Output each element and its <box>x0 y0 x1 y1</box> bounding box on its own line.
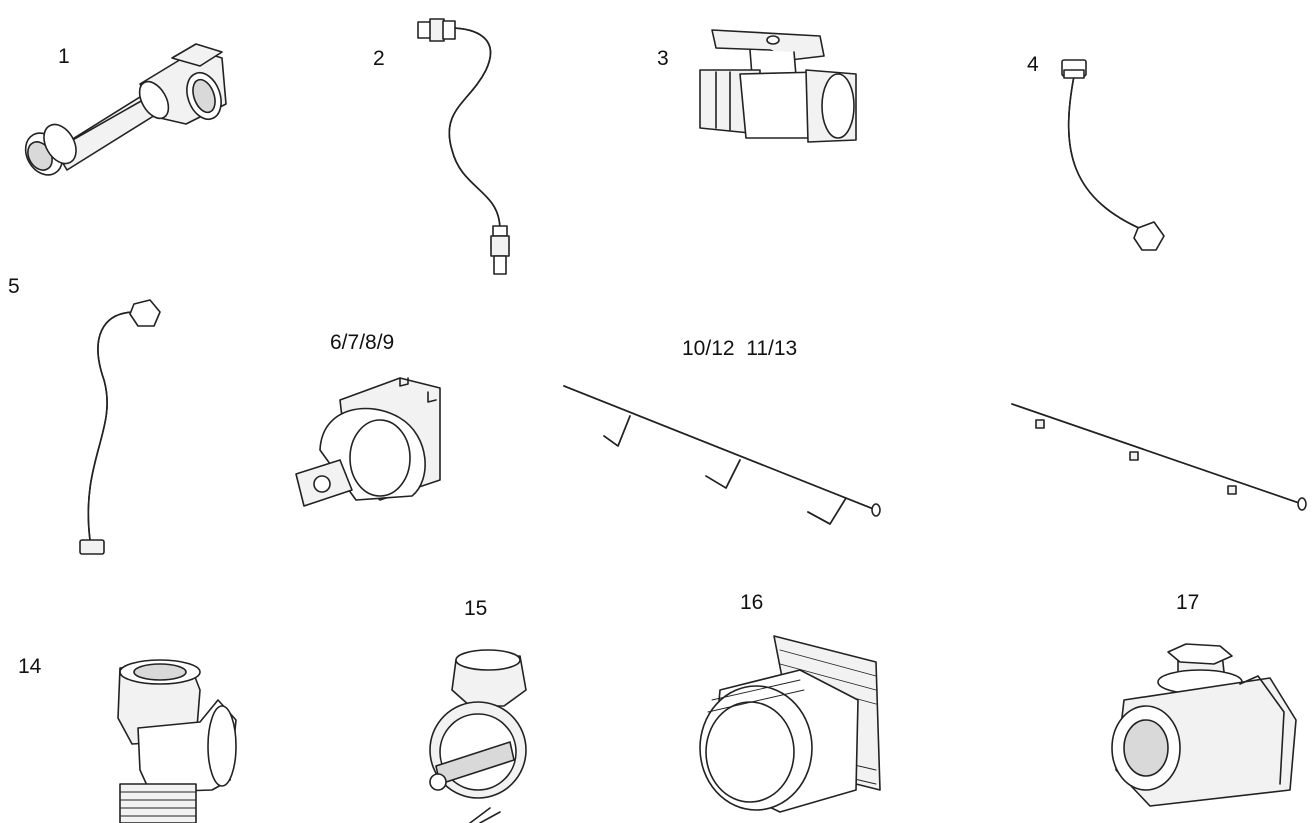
part-label-5: 5 <box>8 275 20 298</box>
check-valve-icon <box>1111 643 1297 807</box>
part-label-10-12-11-13: 10/12 11/13 <box>682 337 798 360</box>
tee-adapter-icon <box>117 659 237 823</box>
ball-valve-icon <box>699 29 857 143</box>
part-label-14: 14 <box>18 655 42 678</box>
sprinkler-manifold-icon <box>563 385 881 525</box>
part-label-2: 2 <box>373 47 385 70</box>
hex-nipple-icon <box>699 635 881 813</box>
part-label-16: 16 <box>740 591 764 614</box>
part-label-6-7-8-9: 6/7/8/9 <box>330 331 395 354</box>
pipe-clamp-icon <box>295 377 441 507</box>
part-label-4: 4 <box>1027 53 1039 76</box>
part-label-15: 15 <box>464 597 488 620</box>
curved-pipe-icon <box>79 299 161 555</box>
flexible-hose-icon <box>417 18 510 275</box>
part-label-1: 1 <box>58 45 70 68</box>
pipe-tee-fitting-icon <box>24 43 227 176</box>
pressure-regulator-icon <box>429 649 527 823</box>
bent-pipe-icon <box>1061 59 1165 251</box>
part-label-3: 3 <box>657 47 669 70</box>
part-label-17: 17 <box>1176 591 1200 614</box>
sprinkler-manifold-straight-icon <box>1011 403 1307 511</box>
